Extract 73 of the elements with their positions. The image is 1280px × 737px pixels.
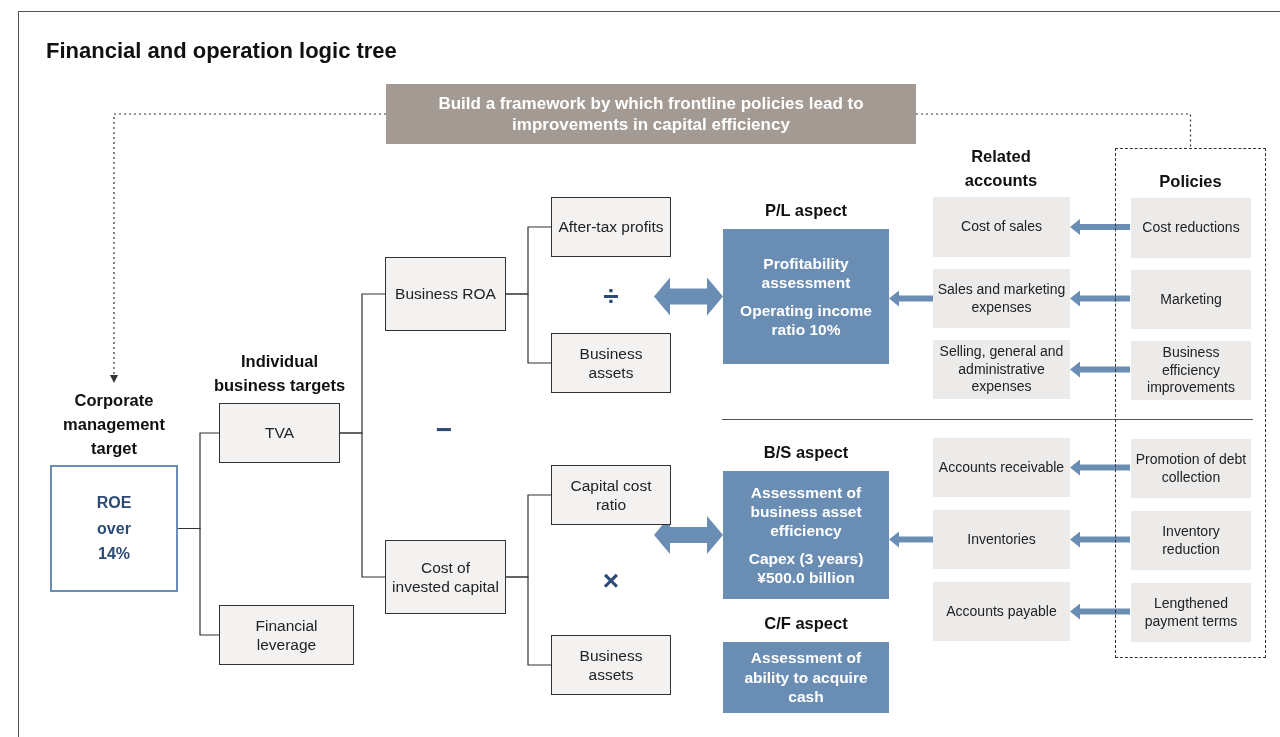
- operator-sign: −: [434, 413, 454, 447]
- tree-box: [219, 605, 354, 665]
- tree-connector: [177, 527, 220, 636]
- box-text: Operating income ratio 10%: [739, 300, 873, 340]
- tree-box: [551, 333, 671, 393]
- box-text: Capital cost ratio: [569, 475, 653, 515]
- box-text: Inventory reduction: [1161, 523, 1221, 558]
- block-arrow: [1070, 219, 1130, 235]
- box-text: Cost reductions: [1142, 219, 1240, 237]
- double-arrow: [654, 516, 723, 554]
- box-heading: B/S aspect: [762, 442, 850, 464]
- policy-box: [1131, 583, 1251, 642]
- box-text: ROE over 14%: [95, 493, 133, 565]
- banner: [386, 84, 916, 144]
- tree-connector: [505, 576, 552, 666]
- account-box: [933, 438, 1070, 497]
- box-text: Inventories: [967, 530, 1036, 549]
- box-text: Sales and marketing expenses: [937, 281, 1066, 316]
- account-box: [933, 582, 1070, 641]
- diagram-title: Financial and operation logic tree: [46, 38, 397, 64]
- tree-box: [385, 257, 506, 331]
- policy-box: [1131, 511, 1251, 570]
- box-text: Assessment of business asset efficiency: [749, 482, 863, 541]
- box-heading: C/F aspect: [763, 613, 849, 635]
- box-text: Business assets: [578, 645, 644, 685]
- panel-heading: Policies: [1159, 171, 1222, 192]
- block-arrow: [1070, 459, 1130, 476]
- box-text: Lengthened payment terms: [1143, 595, 1239, 630]
- policy-box: [1131, 439, 1251, 498]
- policy-box: [1131, 270, 1251, 329]
- box-text: Business assets: [578, 343, 644, 383]
- block-arrow: [1070, 531, 1130, 548]
- column-heading: Related accounts: [963, 146, 1039, 191]
- box-text: Promotion of debt collection: [1135, 451, 1247, 486]
- double-arrow: [654, 277, 723, 316]
- account-box: [933, 269, 1070, 328]
- box-text: Accounts receivable: [938, 458, 1065, 477]
- box-text: TVA: [265, 423, 294, 443]
- box-text: Assessment of ability to acquire cash: [743, 648, 869, 707]
- block-arrow: [1070, 290, 1130, 307]
- operator-sign: ×: [601, 564, 621, 598]
- block-arrow: [1070, 361, 1130, 378]
- box-heading: Individual business targets: [212, 351, 347, 397]
- tree-connector: [505, 293, 552, 364]
- box-text: Business efficiency improvements: [1146, 344, 1236, 397]
- box-text: Build a framework by which frontline policies lead to improvements in capital efficiency: [437, 92, 865, 136]
- tree-box: [551, 635, 671, 695]
- box-text: Profitability assessment: [760, 253, 852, 293]
- policy-box: [1131, 341, 1251, 400]
- operator-sign: ÷: [602, 279, 620, 313]
- box-text: Financial leverage: [254, 615, 319, 655]
- block-arrow: [1070, 603, 1130, 620]
- block-arrow: [889, 531, 933, 548]
- policies-panel: [1115, 148, 1266, 658]
- dashed-arrow: [110, 113, 387, 383]
- account-box: [933, 510, 1070, 569]
- box-text: Selling, general and administrative expenses: [938, 343, 1065, 396]
- tree-box: [385, 540, 506, 614]
- box-text: Capex (3 years) ¥500.0 billion: [747, 548, 865, 588]
- tree-connector: [339, 432, 386, 578]
- box-text: Cost of invested capital: [391, 557, 500, 597]
- box-text: Marketing: [1160, 290, 1222, 309]
- box-heading: P/L aspect: [763, 200, 849, 222]
- box-text: Accounts payable: [946, 602, 1057, 621]
- box-text: Cost of sales: [961, 218, 1042, 236]
- tree-box: [551, 465, 671, 525]
- tree-box: [551, 197, 671, 257]
- box-text: Business ROA: [395, 284, 496, 304]
- box-text: After-tax profits: [558, 217, 664, 237]
- block-arrow: [889, 290, 933, 307]
- policy-box: [1131, 198, 1251, 258]
- box-heading: Corporate management target: [62, 390, 166, 460]
- account-box: [933, 197, 1070, 257]
